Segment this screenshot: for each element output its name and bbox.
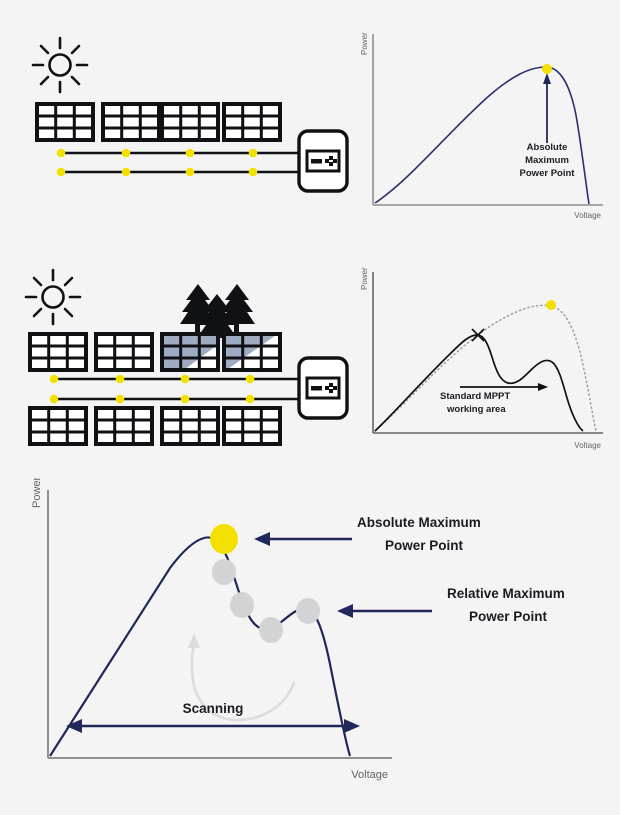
connection-dot <box>185 148 195 158</box>
connection-dot <box>56 167 66 177</box>
annotation-line: Power Point <box>520 168 576 179</box>
sun-icon <box>31 36 89 94</box>
solar-module-shaded <box>222 332 282 372</box>
connection-dot <box>49 374 59 384</box>
connection-dot <box>245 374 255 384</box>
annotation-line: Power Point <box>385 538 464 553</box>
section-2-canvas: Power Voltage Standard MPPT working area <box>24 267 603 450</box>
absolute-max-power-point-marker <box>542 64 552 74</box>
x-axis-label: Voltage <box>574 441 601 450</box>
solar-module <box>160 102 220 142</box>
scan-step-2-marker <box>230 592 254 618</box>
arrow-head <box>538 383 548 391</box>
arrow-head-left <box>66 719 82 733</box>
connection-dot <box>121 167 131 177</box>
connection-dot <box>248 167 258 177</box>
connection-dot <box>180 394 190 404</box>
string-wiring <box>56 148 300 177</box>
section-uniform-irradiance: Power Voltage Absolute Maximum Power Poi… <box>0 0 620 240</box>
annotation-line: Relative Maximum <box>447 586 565 601</box>
connection-dot <box>49 394 59 404</box>
solar-module <box>101 102 161 142</box>
inverter-icon <box>297 129 349 193</box>
arrow-head <box>543 73 551 84</box>
scan-return-arrow <box>190 641 296 722</box>
section-3-canvas: Power Voltage Absolute Maximum Power Poi… <box>31 478 565 781</box>
scan-step-1-marker <box>212 559 236 585</box>
section-1-canvas: Power Voltage Absolute Maximum Power Poi… <box>31 32 603 220</box>
connection-dot <box>248 148 258 158</box>
x-axis-label: Voltage <box>574 211 601 220</box>
y-axis-label: Power <box>31 478 43 508</box>
arrow-head-right <box>344 719 360 733</box>
y-axis-label: Power <box>360 32 369 55</box>
annotation-line: working area <box>446 404 506 415</box>
scan-step-3-marker <box>259 617 283 643</box>
module-row-top <box>35 102 282 142</box>
solar-module <box>28 332 88 372</box>
arrow-head <box>188 633 200 648</box>
solar-module <box>222 102 282 142</box>
pv-curve-scanning <box>49 536 352 757</box>
connection-dot <box>115 374 125 384</box>
solar-module <box>94 406 154 446</box>
true-absolute-maximum-marker <box>546 300 556 310</box>
sun-icon <box>24 268 82 326</box>
solar-module <box>28 406 88 446</box>
solar-module <box>94 332 154 372</box>
x-axis-label: Voltage <box>351 769 388 781</box>
connection-dot <box>121 148 131 158</box>
reference-curve-dotted <box>374 304 597 432</box>
annotation-line: Absolute Maximum <box>357 515 481 530</box>
trees-icon <box>180 284 255 348</box>
annotation-line: Standard MPPT <box>440 391 510 402</box>
arrow-head <box>254 532 270 546</box>
annotation-line: Absolute <box>527 142 568 153</box>
module-row-top <box>28 332 282 372</box>
section-partial-shading: Power Voltage Standard MPPT working area <box>0 240 620 480</box>
module-row-bottom <box>28 406 282 446</box>
display-icon <box>325 156 337 166</box>
display-icon <box>325 383 337 393</box>
annotation-line: Maximum <box>525 155 569 166</box>
pv-curve-shaded <box>374 334 584 432</box>
solar-module <box>35 102 95 142</box>
connection-dot <box>56 148 66 158</box>
connection-dot <box>180 374 190 384</box>
connection-dot <box>115 394 125 404</box>
absolute-max-power-point-marker <box>210 524 238 554</box>
inverter-icon <box>297 356 349 420</box>
pv-curve <box>374 66 590 205</box>
connection-dot <box>245 394 255 404</box>
section-scanning: Power Voltage Absolute Maximum Power Poi… <box>0 478 620 815</box>
string-wiring <box>49 374 300 404</box>
connection-dot <box>185 167 195 177</box>
arrow-head <box>337 604 353 618</box>
x-mark-local-maximum <box>471 328 485 342</box>
solar-module <box>160 406 220 446</box>
chart-shaded: Power Voltage Standard MPPT working area <box>360 267 603 450</box>
annotation-line: Scanning <box>183 701 244 716</box>
annotation-line: Power Point <box>469 609 548 624</box>
solar-module <box>222 406 282 446</box>
y-axis-label: Power <box>360 267 369 290</box>
scan-step-4-marker <box>296 598 320 624</box>
solar-module-shaded <box>160 332 220 372</box>
chart-uniform: Power Voltage Absolute Maximum Power Poi… <box>360 32 603 220</box>
